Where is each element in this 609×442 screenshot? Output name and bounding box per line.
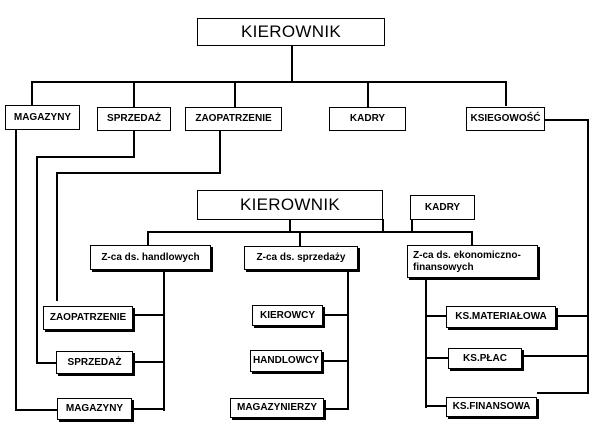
bottom-kierownik-box: KIEROWNIK xyxy=(197,190,383,220)
zca-sprzedazy-box: Z-ca ds. sprzedaży xyxy=(244,246,358,270)
link-magazyny xyxy=(15,129,59,411)
zca-ekonomiczno-box: Z-ca ds. ekonomiczno-finansowych xyxy=(407,245,538,278)
link-sprzedaz xyxy=(36,129,135,364)
link-ksiegowosc xyxy=(537,119,589,394)
top-magazyny-box: MAGAZYNY xyxy=(5,105,80,130)
bottom-zaopatrzenie-box: ZAOPATRZENIE xyxy=(43,306,133,330)
magazynierzy-box: MAGAZYNIERZY xyxy=(230,398,324,418)
zca-handlowych-box: Z-ca ds. handlowych xyxy=(90,245,211,270)
handlowcy-box: HANDLOWCY xyxy=(250,350,322,372)
top-kadry-box: KADRY xyxy=(329,107,406,131)
ks-finansowa-box: KS.FINANSOWA xyxy=(446,397,537,417)
top-zaopatrzenie-box: ZAOPATRZENIE xyxy=(185,107,282,131)
ks-plac-box: KS.PŁAC xyxy=(448,348,522,369)
bottom-sprzedaz-box: SPRZEDAŻ xyxy=(56,351,133,374)
bottom-magazyny-box: MAGAZYNY xyxy=(57,398,132,420)
top-kierownik-box: KIEROWNIK xyxy=(197,18,385,46)
kierowcy-box: KIEROWCY xyxy=(252,305,323,326)
connector-bottom-kadry xyxy=(382,219,413,233)
link-zaopatrzenie xyxy=(56,129,221,301)
bottom-kadry-box: KADRY xyxy=(410,195,475,220)
top-sprzedaz-box: SPRZEDAŻ xyxy=(97,107,171,131)
ks-materialowa-box: KS.MATERIAŁOWA xyxy=(446,306,556,328)
top-ksiegowosc-box: KSIEGOWOŚĆ xyxy=(466,107,545,131)
